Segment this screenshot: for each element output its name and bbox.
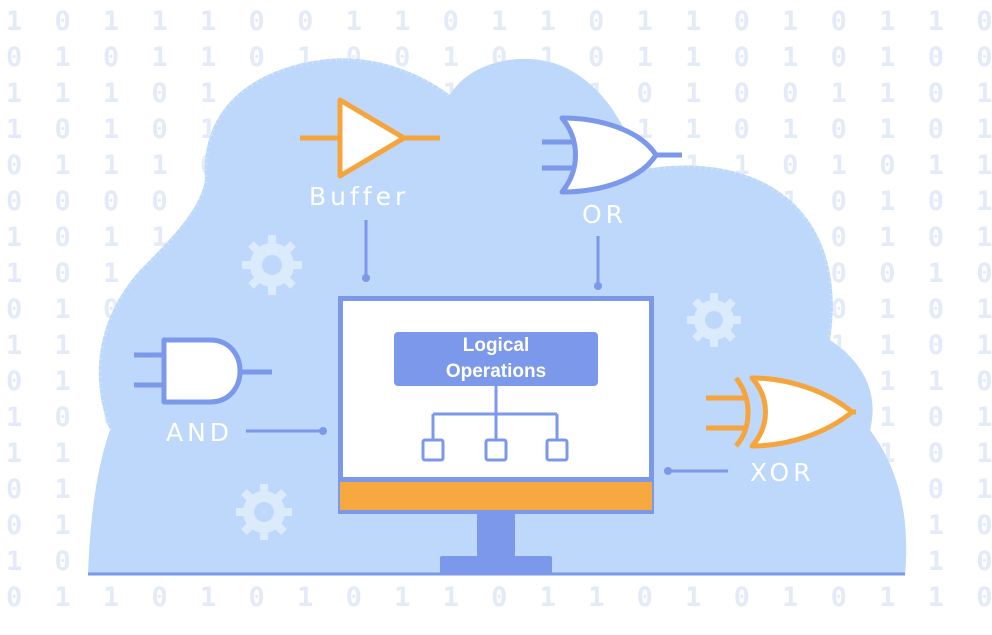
gear-icon — [242, 235, 302, 295]
and-label: AND — [166, 418, 234, 447]
or-gate-icon — [542, 115, 682, 195]
xor-label: XOR — [750, 458, 815, 487]
connector-dot — [594, 282, 602, 290]
or-label: OR — [582, 200, 628, 229]
xor-gate-icon — [706, 375, 856, 449]
connector-dot — [664, 467, 672, 475]
connector-dot — [319, 427, 327, 435]
connector-dot — [362, 274, 370, 282]
cloud-texture-right — [639, 162, 836, 341]
gear-icon — [236, 484, 292, 540]
binary-row: 1 0 1 1 1 0 0 1 1 0 1 1 0 1 1 0 1 0 1 1 … — [6, 6, 992, 37]
screen-title-line: Logical — [462, 335, 530, 356]
monitor-stand-neck — [477, 508, 515, 558]
buffer-label: Buffer — [309, 182, 410, 211]
hierarchy-diagram-icon — [421, 386, 569, 462]
monitor-stand-base — [440, 556, 552, 574]
and-gate-icon — [134, 337, 272, 405]
screen-title-line: Operations — [445, 361, 547, 382]
monitor-chin — [340, 482, 652, 510]
buffer-gate-icon — [300, 97, 440, 179]
gear-icon — [687, 293, 741, 347]
binary-row: 0 1 1 0 1 0 1 0 1 1 0 1 1 0 1 0 1 0 1 1 … — [6, 582, 992, 613]
